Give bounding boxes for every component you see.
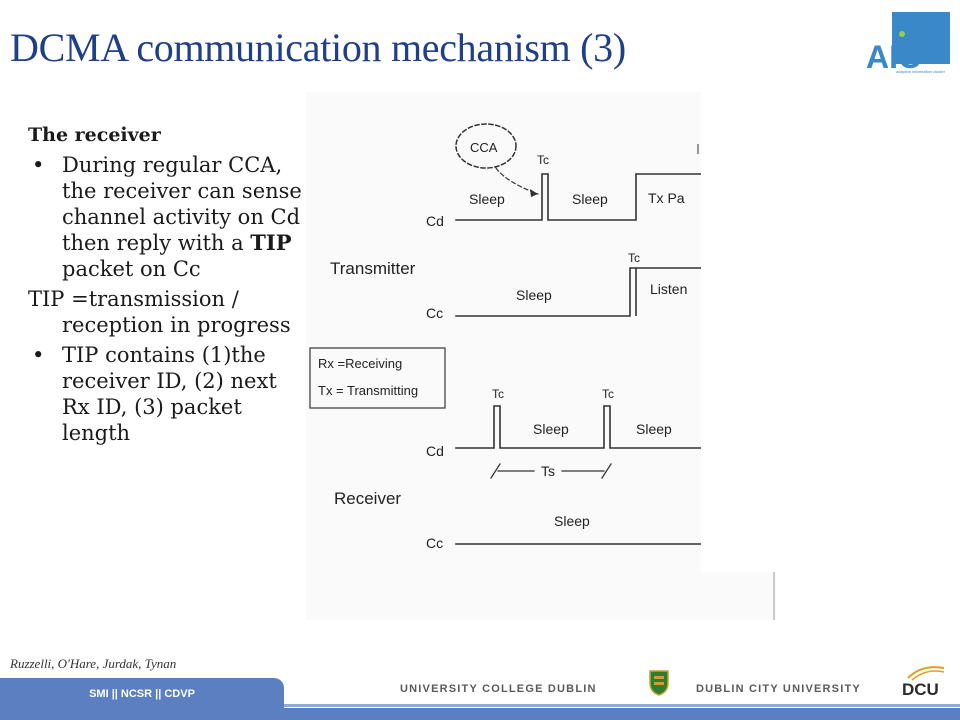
legend-tx: Tx = Transmitting <box>318 383 418 398</box>
transmitter-cc-signal <box>455 267 702 317</box>
transmitter-cd-signal <box>455 173 702 221</box>
footer-tab-text: SMI || NCSR || CDVP <box>89 688 195 700</box>
aic-logo-text: AIC <box>866 39 921 75</box>
tc-label-4: Tc <box>602 387 614 401</box>
slide-title: DCMA communication mechanism (3) <box>10 25 626 70</box>
cd-label-2: Cd <box>426 443 444 459</box>
bullet-cca-text-post: packet on Cc <box>62 257 201 281</box>
cca-label: CCA <box>470 140 498 155</box>
citation: Ruzzelli, O'Hare, Jurdak, Tynan <box>10 656 177 671</box>
sleep-label-6: Sleep <box>554 513 590 529</box>
bullet-cca-text-bold: TIP <box>250 230 292 255</box>
bullet-tip-contents-text: TIP contains (1)the receiver ID, (2) nex… <box>62 343 277 445</box>
tip-definition: TIP =transmission / reception in progres… <box>28 287 291 337</box>
tc-label-3: Tc <box>492 387 504 401</box>
dcu-label: DUBLIN CITY UNIVERSITY <box>696 683 861 695</box>
ts-tick-left <box>490 463 501 479</box>
tx-pa-label: Tx Pa <box>648 190 685 206</box>
cca-bubble <box>455 123 517 169</box>
transmitter-label: Transmitter <box>330 259 416 278</box>
bullet-dot: • <box>32 343 45 367</box>
ts-label: Ts <box>541 463 555 479</box>
aic-logo: AIC adaptive information cluster <box>866 12 950 75</box>
sleep-label-1: Sleep <box>469 191 505 207</box>
footer-tab <box>0 678 284 720</box>
dcu-logo-text: DCU <box>902 680 939 699</box>
crest-icon <box>649 670 669 696</box>
receiver-cd-signal <box>455 405 702 449</box>
cca-arrowhead <box>530 189 538 197</box>
bullet-tip-contents: • TIP contains (1)the receiver ID, (2) n… <box>28 342 308 446</box>
aic-logo-subtext: adaptive information cluster <box>896 69 946 74</box>
tc-label-2: Tc <box>628 251 640 265</box>
sleep-label-4: Sleep <box>533 421 569 437</box>
bullet-cca: • During regular CCA, the receiver can s… <box>28 152 308 282</box>
slide-content: The receiver • During regular CCA, the r… <box>28 124 308 450</box>
dcu-logo-swoosh-icon <box>907 666 945 681</box>
ts-tick-right <box>601 463 612 479</box>
listen-label: Listen <box>650 281 687 297</box>
legend-box <box>309 347 446 409</box>
bullet-cca-text-pre: During regular CCA, the receiver can sen… <box>62 153 302 255</box>
legend-rx: Rx =Receiving <box>318 356 402 371</box>
timing-diagram: CCA Tc Sleep Sleep Tx Pa Cd Transmitter … <box>306 92 776 620</box>
sleep-label-5: Sleep <box>636 421 672 437</box>
sleep-label-3: Sleep <box>516 287 552 303</box>
footer-bar <box>284 708 960 720</box>
footer-divider <box>284 704 960 707</box>
tc-label-1: Tc <box>537 153 549 167</box>
ucd-label: UNIVERSITY COLLEGE DUBLIN <box>400 683 597 695</box>
cc-label-1: Cc <box>426 305 443 321</box>
content-subheading: The receiver <box>28 124 161 146</box>
cd-label-1: Cd <box>426 213 444 229</box>
bullet-dot: • <box>32 153 45 177</box>
cc-label-2: Cc <box>426 535 443 551</box>
sleep-label-2: Sleep <box>572 191 608 207</box>
receiver-label: Receiver <box>334 489 401 508</box>
